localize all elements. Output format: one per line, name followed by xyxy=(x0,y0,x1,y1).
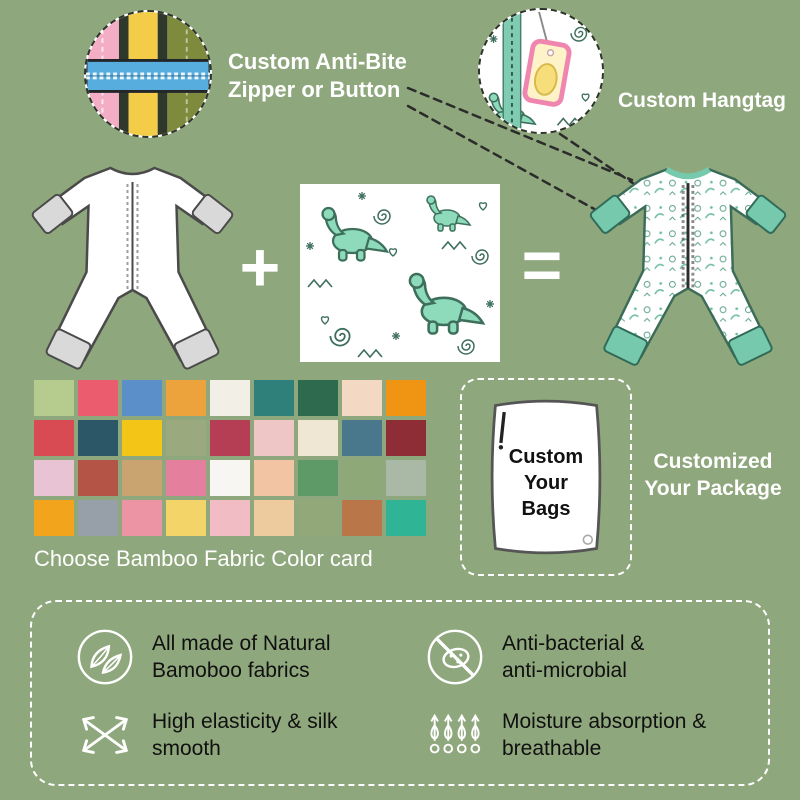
color-swatch xyxy=(210,460,250,496)
finished-romper-illustration xyxy=(588,150,788,374)
color-swatch xyxy=(34,460,74,496)
color-card-caption: Choose Bamboo Fabric Color card xyxy=(34,546,373,571)
fabric-swatch xyxy=(300,184,500,362)
color-swatch xyxy=(122,420,162,456)
anti-bacterial-icon xyxy=(424,626,486,688)
hangtag-callout-label: Custom Hangtag xyxy=(618,89,786,112)
color-swatch xyxy=(254,380,294,416)
color-grid xyxy=(34,380,426,536)
equals-sign: = xyxy=(521,226,563,304)
color-swatch xyxy=(34,500,74,536)
color-swatch xyxy=(122,460,162,496)
color-swatch xyxy=(166,500,206,536)
color-swatch xyxy=(210,500,250,536)
plus-sign: + xyxy=(239,228,281,306)
zipper-photo xyxy=(84,10,212,138)
bag-illustration xyxy=(490,399,602,555)
feature-text: Moisture absorption & breathable xyxy=(502,709,707,760)
hangtag-photo xyxy=(478,8,604,134)
color-swatch xyxy=(166,460,206,496)
bag-label: Custom Your Bags xyxy=(508,445,584,520)
color-swatch xyxy=(342,500,382,536)
feature-text: Anti-bacterial & anti-microbial xyxy=(502,631,645,682)
color-swatch xyxy=(386,500,426,536)
color-swatch xyxy=(78,380,118,416)
color-swatch xyxy=(298,500,338,536)
color-swatch xyxy=(342,460,382,496)
color-swatch xyxy=(386,460,426,496)
color-swatch xyxy=(342,420,382,456)
color-swatch xyxy=(34,420,74,456)
zipper-callout-label: Custom Anti-Bite Zipper or Button xyxy=(228,49,407,102)
color-swatch xyxy=(78,460,118,496)
color-swatch xyxy=(254,500,294,536)
package-callout-label: Customized Your Package xyxy=(644,450,782,501)
color-swatch xyxy=(210,420,250,456)
feature-text: All made of Natural Bamoboo fabrics xyxy=(152,631,331,682)
features-panel: All made of Natural Bamoboo fabrics Anti… xyxy=(30,600,770,786)
moisture-icon xyxy=(424,704,486,766)
color-swatch xyxy=(254,460,294,496)
color-swatch xyxy=(166,380,206,416)
color-swatch xyxy=(386,420,426,456)
feature-natural-bamboo: All made of Natural Bamoboo fabrics xyxy=(74,626,387,688)
color-swatch xyxy=(78,420,118,456)
blank-romper-illustration xyxy=(30,148,235,378)
color-swatch xyxy=(342,380,382,416)
color-swatch xyxy=(166,420,206,456)
leaf-icon xyxy=(74,626,136,688)
elasticity-icon xyxy=(74,704,136,766)
color-swatch xyxy=(298,380,338,416)
feature-text: High elasticity & silk smooth xyxy=(152,709,338,760)
package-box: Custom Your Bags xyxy=(460,378,632,576)
color-swatch xyxy=(254,420,294,456)
color-swatch xyxy=(386,380,426,416)
color-swatch xyxy=(122,500,162,536)
color-swatch xyxy=(78,500,118,536)
color-swatch xyxy=(122,380,162,416)
color-swatch xyxy=(34,380,74,416)
color-swatch xyxy=(210,380,250,416)
feature-elasticity: High elasticity & silk smooth xyxy=(74,704,364,766)
feature-moisture: Moisture absorption & breathable xyxy=(424,704,737,766)
feature-anti-bacterial: Anti-bacterial & anti-microbial xyxy=(424,626,682,688)
color-swatch xyxy=(298,460,338,496)
color-swatch xyxy=(298,420,338,456)
